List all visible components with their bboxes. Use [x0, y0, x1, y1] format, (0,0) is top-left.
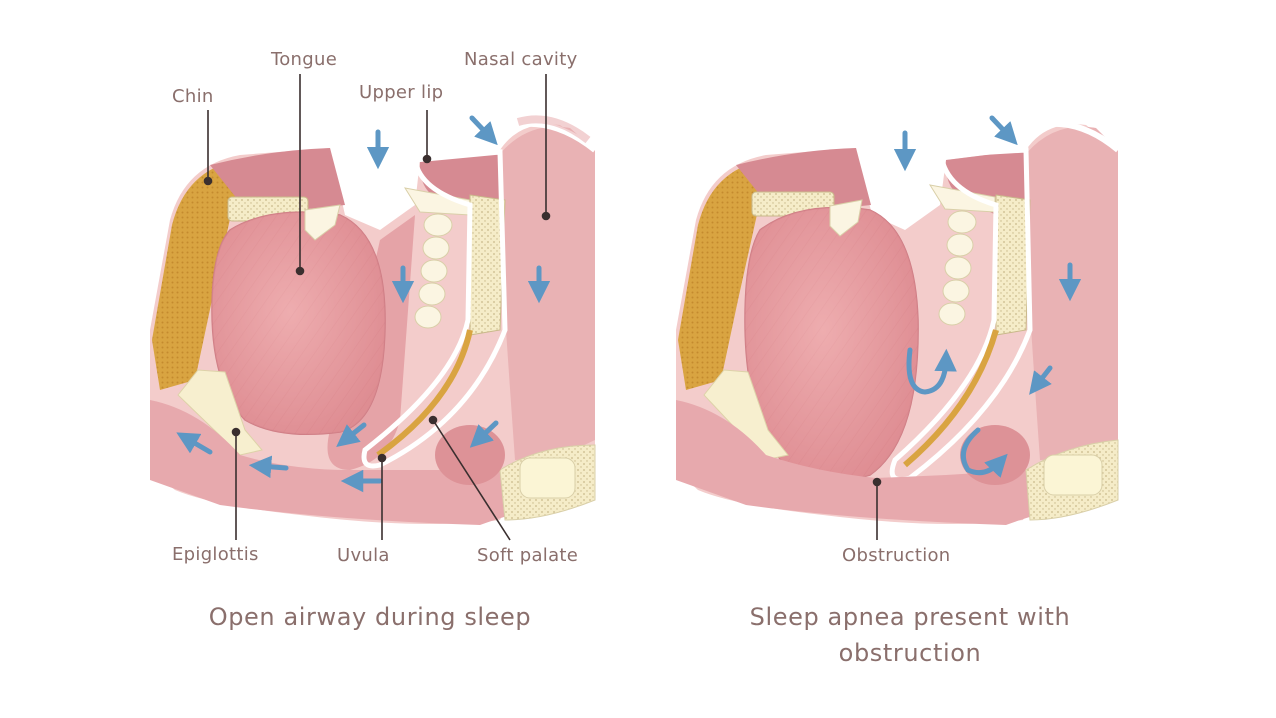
open-airway-illustration [150, 115, 597, 525]
hard-palate [995, 194, 1031, 336]
soft-palate-outline [889, 147, 1033, 482]
airflow-arrows [893, 115, 1082, 478]
label-epiglottis: Epiglottis [172, 544, 259, 565]
throat-floor [676, 400, 1118, 525]
soft-palate-muscle [903, 329, 999, 468]
label-soft-palate: Soft palate [477, 545, 579, 566]
caption-open-airway: Open airway during sleep [208, 603, 532, 631]
caption-sleep-apnea: Sleep apnea present with obstruction [700, 599, 1120, 671]
vertebra-body [1043, 454, 1103, 496]
throat-floor [150, 400, 595, 525]
soft-palate-muscle [376, 329, 473, 458]
leader-lines [203, 74, 882, 541]
adenoid [435, 425, 505, 485]
lower-teeth [304, 204, 341, 241]
caption-sleep-apnea-line1: Sleep apnea present with [749, 603, 1071, 631]
label-upper-lip: Upper lip [359, 82, 444, 103]
chin-fat-layer [678, 158, 788, 390]
airflow-arrows [176, 115, 551, 493]
label-uvula: Uvula [337, 545, 390, 566]
upper-teeth [403, 187, 471, 329]
label-chin: Chin [172, 86, 214, 107]
obstructed-airway-illustration [676, 115, 1120, 525]
soft-palate-outline [361, 149, 508, 469]
tongue-texture [745, 207, 919, 481]
tongue-texture [212, 212, 385, 435]
label-nasal-cavity: Nasal cavity [464, 49, 578, 70]
caption-sleep-apnea-line2: obstruction [838, 639, 982, 667]
label-tongue: Tongue [271, 49, 338, 70]
nasal-rim [1039, 120, 1120, 153]
label-obstruction: Obstruction [842, 545, 951, 566]
upper-teeth [928, 184, 996, 326]
vertebra-body [519, 457, 576, 499]
chin-fat-layer [152, 158, 262, 390]
lower-teeth [829, 199, 863, 237]
